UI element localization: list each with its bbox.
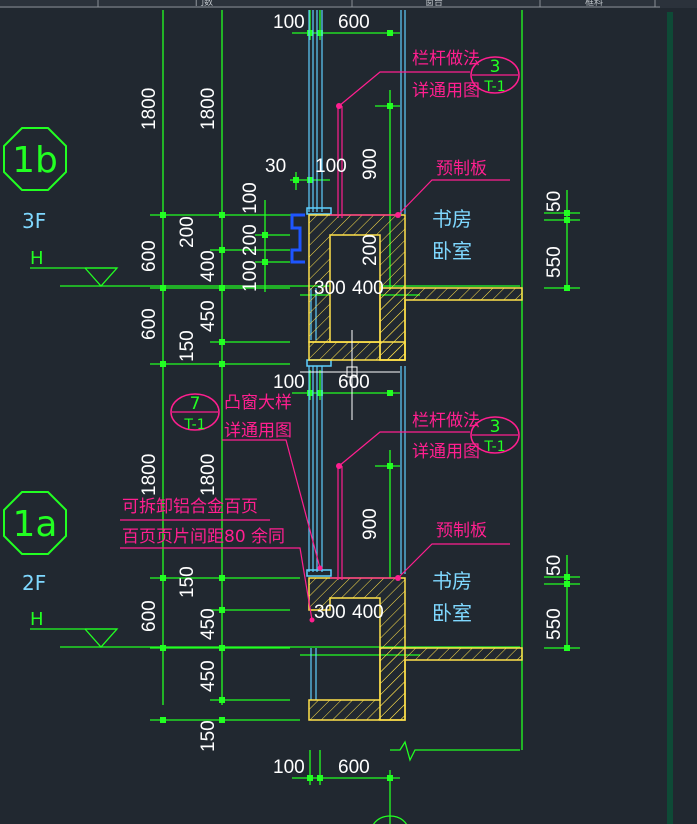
- dim-text: 600: [139, 308, 160, 340]
- dim-text: 1800: [198, 454, 219, 496]
- floor-label: 2F: [22, 571, 46, 595]
- head-middle: [306, 359, 332, 367]
- bay-note: 凸窗大样: [224, 393, 292, 413]
- dim-text: 200: [360, 234, 381, 266]
- room-label: 卧室: [432, 601, 472, 625]
- louver-note: 百页页片间距80 余同: [122, 527, 285, 547]
- dim-text: 100: [240, 182, 261, 214]
- dim-text: 400: [352, 278, 384, 299]
- dim-text: 100: [273, 372, 305, 393]
- dim-text: 450: [198, 660, 219, 692]
- ref-sheet: T-1: [183, 417, 205, 433]
- concrete-structure: [308, 214, 523, 721]
- railing-note: 栏杆做法: [412, 411, 480, 431]
- dim-text: 550: [544, 608, 565, 640]
- dim-text: 600: [338, 372, 370, 393]
- dim-text: 100: [273, 12, 305, 33]
- header-left-text: 门数: [195, 0, 213, 8]
- dim-text: 100: [273, 757, 305, 778]
- dim-text: 150: [198, 720, 219, 752]
- header-right-text: 框料: [585, 0, 603, 8]
- leader-dots: [309, 103, 401, 623]
- axis-number: 1a: [13, 504, 58, 545]
- louver-note: 可拆卸铝合金百页: [122, 497, 258, 517]
- viewport-border: [667, 12, 673, 824]
- sill-upper: [306, 207, 332, 215]
- level-mark: H: [30, 248, 44, 269]
- vertical-dim-texts: 1800 1800 900 100 200 600 200 400 200 10…: [139, 88, 565, 752]
- dim-text: 1800: [198, 88, 219, 130]
- dim-text: 900: [360, 508, 381, 540]
- dim-text: 50: [544, 191, 565, 212]
- axis-marker-1a: 1a: [3, 491, 67, 555]
- ref-bubble-upper: 3 T-1: [470, 56, 520, 95]
- dim-text: 200: [177, 216, 198, 248]
- dim-text: 1800: [139, 454, 160, 496]
- glazing-lines: [308, 10, 406, 700]
- ref-number: 3: [490, 57, 501, 77]
- room-label: 书房: [432, 207, 472, 231]
- header-strip: 门数 窗台 框料: [0, 0, 697, 8]
- ref-bubble-lower: 3 T-1: [470, 416, 520, 455]
- room-label: 书房: [432, 569, 472, 593]
- dim-text: 600: [139, 240, 160, 272]
- crosshair-cursor-icon: [300, 330, 400, 420]
- dim-text: 450: [198, 300, 219, 332]
- bay-window-frame: [290, 213, 305, 264]
- dim-text: 900: [360, 148, 381, 180]
- ref-sheet: T-1: [483, 439, 505, 455]
- railing-note: 详通用图: [412, 81, 480, 101]
- bay-note: 详通用图: [224, 421, 292, 441]
- dim-text: 400: [198, 250, 219, 282]
- dim-text: 150: [177, 566, 198, 598]
- dim-text: 1800: [139, 88, 160, 130]
- level-mark: H: [30, 609, 44, 630]
- dim-text: 600: [338, 757, 370, 778]
- dim-text: 600: [338, 12, 370, 33]
- room-label: 卧室: [432, 239, 472, 263]
- dim-text: 300: [314, 278, 346, 299]
- ref-number: 7: [190, 394, 201, 414]
- dim-text: 400: [352, 602, 384, 623]
- dim-text: 100: [240, 260, 261, 292]
- dim-text: 150: [177, 330, 198, 362]
- dim-text: 30: [265, 156, 286, 177]
- axis-marker-1b: 1b: [3, 127, 67, 191]
- ref-bubble-middle: 7 T-1: [170, 393, 220, 433]
- precast-note: 预制板: [436, 521, 487, 541]
- dim-text: 600: [139, 600, 160, 632]
- dim-text: 200: [240, 224, 261, 256]
- ref-number: 3: [490, 417, 501, 437]
- ref-sheet: T-1: [483, 79, 505, 95]
- precast-note: 预制板: [436, 159, 487, 179]
- header-mid-text: 窗台: [425, 0, 443, 8]
- dim-text: 100: [315, 156, 347, 177]
- dim-text: 50: [544, 555, 565, 576]
- annotation-leaders: [120, 71, 510, 621]
- dimension-ticks: [160, 30, 570, 781]
- railing-note: 详通用图: [412, 442, 480, 462]
- axis-number: 1b: [12, 140, 58, 181]
- dim-text: 450: [198, 608, 219, 640]
- dim-text: 550: [544, 246, 565, 278]
- railing-note: 栏杆做法: [412, 49, 480, 69]
- sill-lower: [306, 569, 332, 577]
- dim-text: 300: [314, 602, 346, 623]
- floor-label: 3F: [22, 209, 46, 233]
